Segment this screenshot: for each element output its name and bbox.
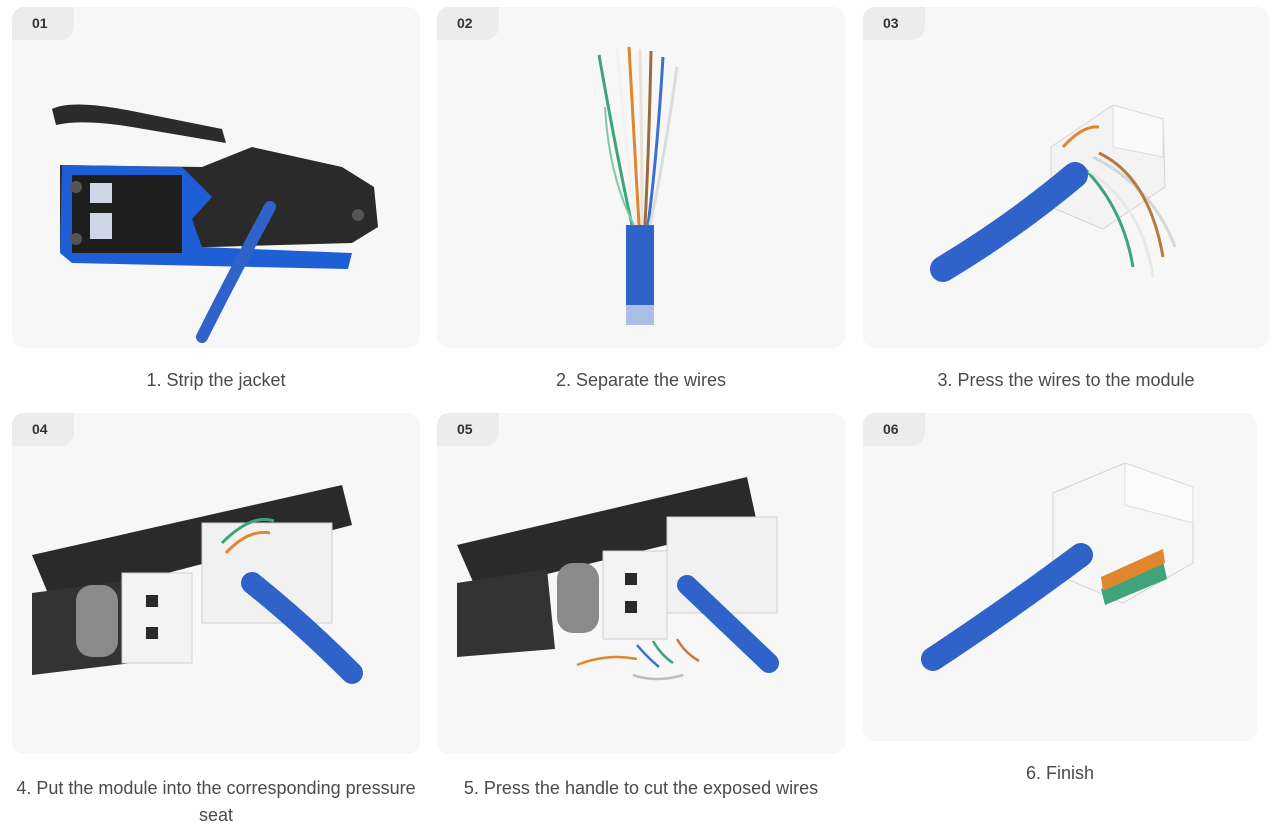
finished-module-image [921,462,1194,671]
step-number-badge: 05 [437,413,499,446]
crimp-tool-image [52,104,378,343]
step-card-3: 03 [863,7,1269,348]
step-card-6: 06 [863,413,1257,741]
step-caption: 6. Finish [1025,763,1095,783]
step-caption: 4. Put the module into the corresponding… [16,778,416,825]
step-card-4: 04 [12,413,420,754]
step-number-badge: 03 [863,7,925,40]
step-caption: 1. Strip the jacket [146,370,286,390]
step-caption: 3. Press the wires to the module [937,370,1195,390]
step-number-badge: 04 [12,413,74,446]
step-caption: 5. Press the handle to cut the exposed w… [463,778,819,798]
step-caption: 2. Separate the wires [555,370,727,390]
separated-wires-image [597,46,679,325]
pressure-seat-image [32,485,363,684]
module-wiring-image [930,104,1177,282]
step-number-badge: 01 [12,7,74,40]
cut-wires-image [457,477,779,681]
step-card-2: 02 [437,7,845,348]
step-number-badge: 06 [863,413,925,446]
step-number-badge: 02 [437,7,499,40]
step-card-1: 01 [12,7,420,348]
step-card-5: 05 [437,413,845,754]
